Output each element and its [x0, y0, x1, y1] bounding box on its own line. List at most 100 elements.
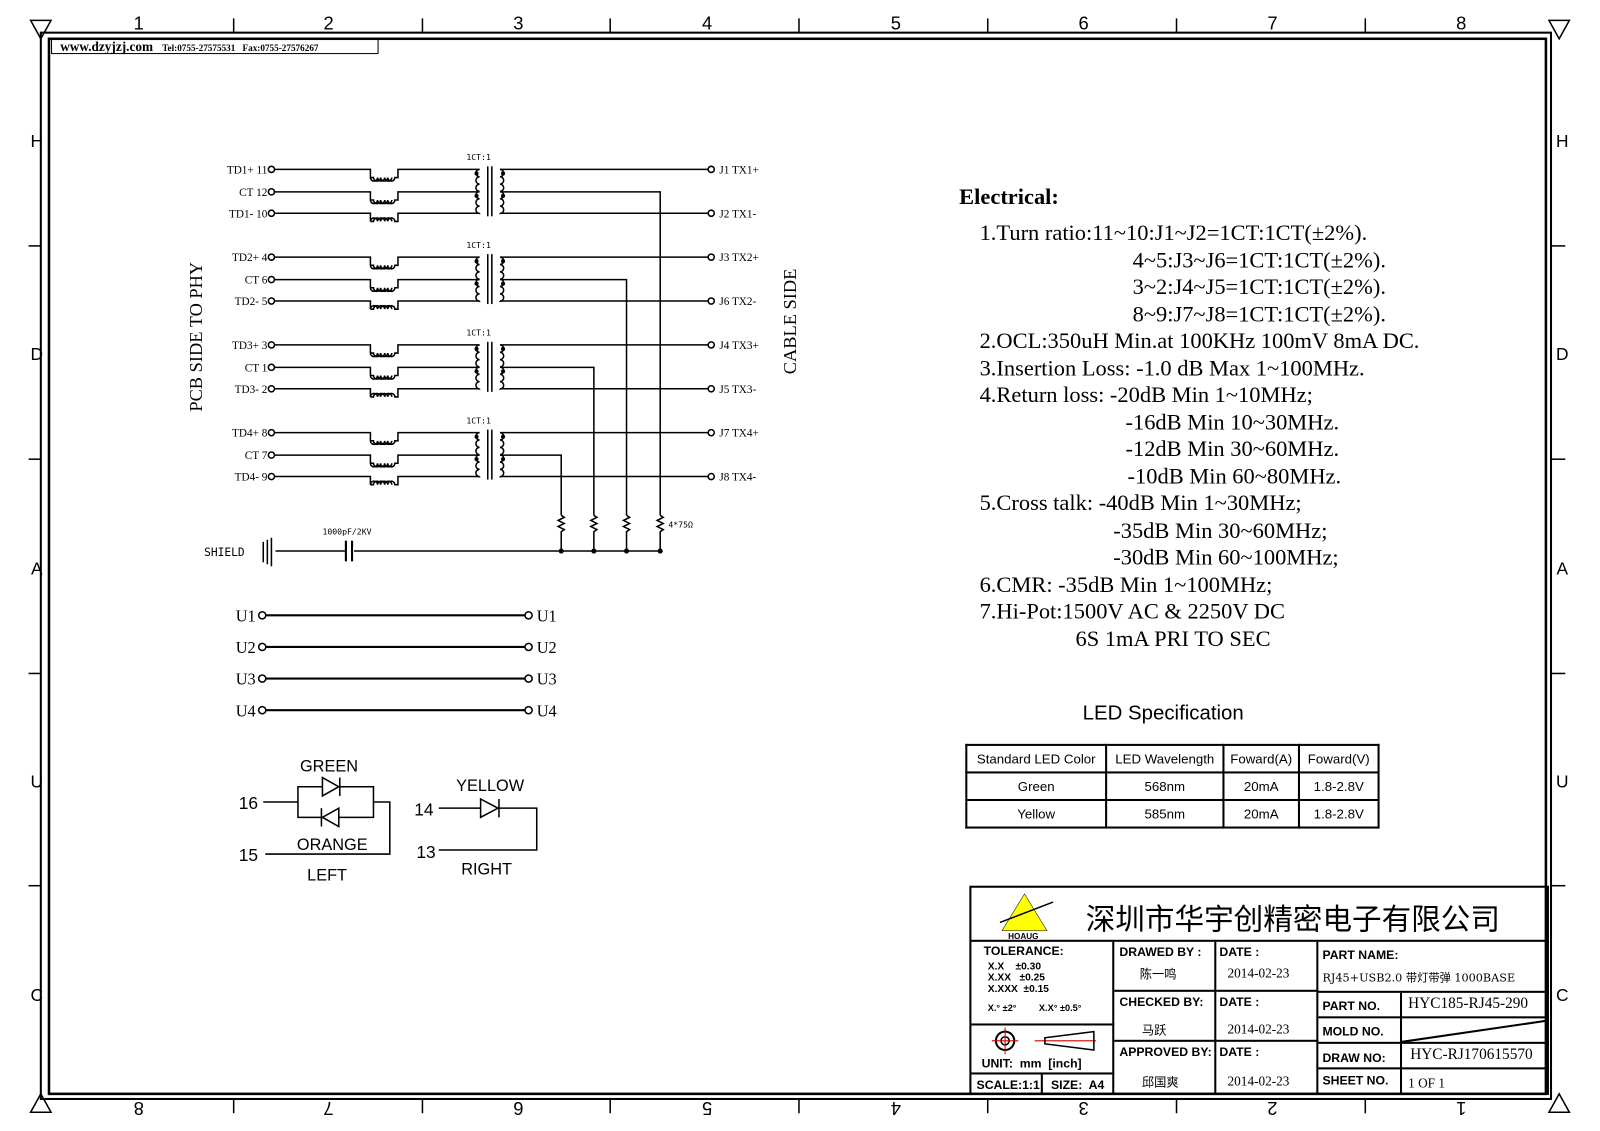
pcb-side-title: PCB SIDE TO PHY	[186, 262, 206, 412]
polarity-dot	[474, 369, 479, 374]
drawed-by-value: 陈一鸣	[1139, 967, 1177, 982]
usb-terminal	[524, 674, 533, 683]
center-tap-wire	[499, 454, 562, 516]
polarity-dot	[474, 346, 479, 352]
pin-label: TD2- 5	[235, 296, 268, 308]
orientation-triangle	[29, 1092, 53, 1114]
shield-label: SHIELD	[204, 546, 245, 559]
output-label: J3 TX2+	[719, 252, 758, 264]
zone-letter: D	[1556, 344, 1569, 364]
zone-number: 6	[1079, 13, 1089, 34]
zone-number: 2	[323, 13, 333, 34]
output-label: J5 TX3-	[719, 384, 756, 396]
common-mode-choke	[370, 454, 480, 468]
zone-number: 4	[702, 13, 712, 34]
green-diode-icon	[321, 776, 341, 798]
size-cell: SIZE: A4	[1043, 1074, 1115, 1095]
led-pin-label: 16	[239, 793, 258, 813]
polarity-dot	[474, 259, 479, 264]
polarity-dot	[501, 281, 506, 286]
common-mode-choke	[370, 191, 480, 205]
output-label: J6 TX2-	[719, 296, 756, 308]
polarity-dot	[474, 457, 479, 462]
part-name-cell: PART NAME: RJ45+USB2.0 带灯带弹 1000BASE	[1318, 942, 1549, 993]
electrical-specs: 1.Turn ratio:11~10:J1~J2=1CT:1CT(±2%). 4…	[980, 219, 1420, 652]
usb-pin-label: U1	[236, 606, 256, 625]
pin-label: TD1+ 11	[227, 164, 268, 176]
checked-by-value: 马跃	[1141, 1023, 1167, 1038]
zone-number: 7	[323, 1098, 333, 1119]
spec-line: 4~5:J3~J6=1CT:1CT(±2%).	[1132, 246, 1386, 272]
approved-by-cell: APPROVED BY: 邱国爽	[1114, 1041, 1217, 1095]
inner-border	[47, 37, 1548, 1096]
cell: 1.8-2.8V	[1297, 771, 1380, 802]
approved-by-label: APPROVED BY:	[1119, 1044, 1212, 1060]
orientation-triangle	[1547, 19, 1571, 41]
termination-resistor	[655, 514, 665, 552]
zone-number: 1	[134, 13, 144, 34]
header-cell: LED Wavelength	[1105, 743, 1225, 774]
common-mode-choke	[370, 212, 480, 223]
resistor-label: 4*75Ω	[668, 520, 693, 530]
date-cell: DATE : 2014-02-23	[1216, 941, 1319, 992]
spec-line: 6S 1mA PRI TO SEC	[1075, 624, 1271, 651]
common-mode-choke	[370, 475, 480, 486]
spec-line: 8~9:J7~J8=1CT:1CT(±2%).	[1132, 300, 1386, 327]
common-mode-choke	[370, 168, 480, 182]
cell: 568nm	[1105, 771, 1225, 802]
led-spec-title: LED Specification	[1082, 702, 1244, 725]
zone-number: 8	[134, 1098, 144, 1119]
output-terminal	[707, 253, 716, 261]
polarity-dot	[501, 346, 506, 352]
scale-cell: SCALE:1:1	[971, 1074, 1043, 1095]
common-mode-choke	[370, 366, 480, 380]
date-cell: DATE : 2014-02-23	[1216, 1041, 1319, 1095]
table-row: Yellow 585nm 20mA 1.8-2.8V	[965, 798, 1380, 829]
website: www.dzyjzj.com	[60, 38, 154, 55]
pin-terminal	[267, 384, 276, 393]
termination-resistor	[589, 514, 599, 552]
date-label: DATE :	[1219, 944, 1260, 960]
led-color-label: YELLOW	[456, 777, 525, 795]
cell: Green	[965, 771, 1108, 802]
led-right-wiring	[438, 807, 538, 851]
output-label: J1 TX1+	[719, 164, 758, 176]
spec-line: 6.CMR: -35dB Min 1~100MHz;	[979, 570, 1273, 597]
pin-label: TD4- 9	[235, 472, 268, 484]
polarity-dot	[474, 193, 479, 198]
company-logo: HOAUG	[999, 893, 1054, 941]
common-mode-choke	[370, 256, 480, 270]
table-row: Green 568nm 20mA 1.8-2.8V	[965, 771, 1380, 802]
zone-number: 6	[513, 1098, 523, 1119]
zone-letter: U	[1556, 772, 1569, 792]
polarity-dot	[474, 171, 479, 176]
led-name-label: LEFT	[307, 867, 347, 885]
spec-line: 7.Hi-Pot:1500V AC & 2250V DC	[979, 597, 1285, 624]
zone-number: 8	[1456, 13, 1466, 34]
spec-line: 3~2:J4~J5=1CT:1CT(±2%).	[1132, 273, 1386, 299]
unit-label: UNIT: mm [inch]	[981, 1056, 1082, 1071]
turns-ratio-label: 1CT:1	[466, 328, 491, 338]
orange-diode-icon	[320, 806, 340, 828]
output-label: J8 TX4-	[719, 472, 756, 484]
output-terminal	[707, 297, 716, 305]
zone-letter: A	[1556, 558, 1568, 578]
drawed-by-label: DRAWED BY :	[1119, 944, 1202, 960]
common-mode-choke	[370, 344, 480, 358]
spec-line: -10dB Min 60~80MHz.	[1127, 462, 1342, 489]
led-pin-label: 14	[414, 799, 434, 819]
header-cell: Standard LED Color	[965, 743, 1108, 774]
usb-terminal	[524, 705, 533, 715]
led-spec-table: Standard LED Color LED Wavelength Foward…	[965, 743, 1380, 829]
header-cell: Foward(V)	[1297, 743, 1380, 774]
zone-number: 5	[891, 13, 901, 34]
cable-side-title: CABLE SIDE	[780, 269, 800, 375]
spec-line: 4.Return loss: -20dB Min 1~10MHz;	[979, 381, 1313, 408]
date-value: 2014-02-23	[1227, 1021, 1290, 1037]
date-value: 2014-02-23	[1227, 1073, 1290, 1089]
polarity-dot	[501, 171, 506, 176]
cell: 20mA	[1222, 771, 1300, 802]
